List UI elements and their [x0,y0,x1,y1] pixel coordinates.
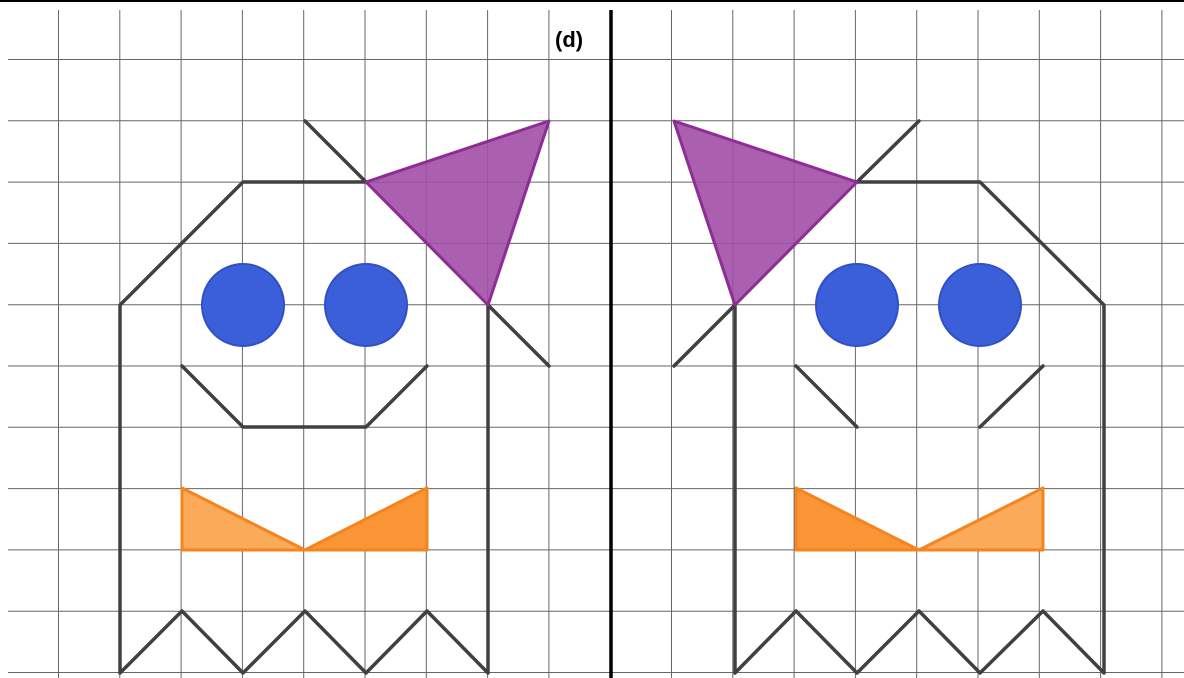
left-ghost-bow-right [303,486,429,552]
right-ghost-mouth-right [978,364,1045,429]
right-ghost [672,119,1106,675]
left-ghost-mouth [180,364,429,429]
right-ghost-mouth-left [794,364,859,429]
right-ghost-eye-right [938,263,1022,347]
left-ghost-eye-right [324,263,408,347]
left-ghost-eye-left [201,263,285,347]
right-ghost-hat [672,119,859,307]
left-ghost-bow-left [180,486,307,552]
right-hat-stalk-bottom [672,303,737,368]
right-ghost-bow-right [917,486,1045,552]
left-ghost-hat [364,119,551,307]
left-hat-stalk-bottom [486,303,551,368]
left-ghost [118,119,551,675]
right-hat-stalk-top [855,119,921,184]
right-ghost-outline [733,180,1106,675]
left-ghost-outline [118,180,490,675]
right-ghost-eye-left [815,263,899,347]
left-hat-stalk-top [303,119,368,184]
right-ghost-bow-left [794,486,921,552]
panel-label: (d) [555,27,583,52]
